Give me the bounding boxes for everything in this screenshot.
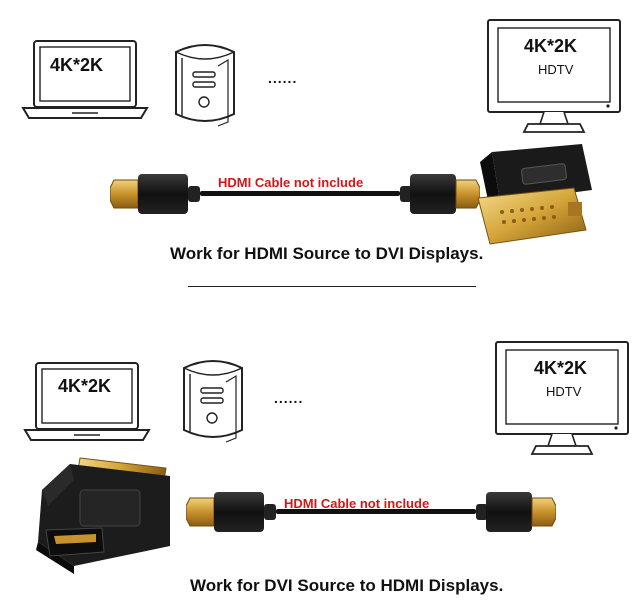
pc-tower-icon — [175, 44, 235, 127]
laptop-resolution-label: 4K*2K — [58, 376, 112, 396]
ellipsis-text: ...... — [268, 70, 298, 86]
monitor-icon — [495, 341, 629, 455]
monitor-type-label: HDTV — [546, 384, 582, 399]
monitor-type-label: HDTV — [538, 62, 574, 77]
section-divider — [188, 286, 476, 287]
laptop-icon — [21, 40, 149, 119]
dvi-hdmi-adapter — [36, 457, 170, 574]
dvi-hdmi-adapter — [477, 144, 592, 245]
pc-tower-icon — [183, 360, 243, 443]
laptop-icon — [23, 362, 151, 441]
monitor-resolution-label: 4K*2K — [524, 36, 578, 56]
bottom-caption: Work for DVI Source to HDMI Displays. — [190, 576, 504, 595]
monitor-icon — [487, 19, 621, 133]
hdmi-cable — [110, 174, 480, 214]
cable-note-label: HDMI Cable not include — [284, 496, 430, 511]
top-caption: Work for HDMI Source to DVI Displays. — [170, 244, 484, 263]
laptop-resolution-label: 4K*2K — [50, 55, 104, 75]
hdmi-cable — [186, 492, 556, 532]
ellipsis-text: ...... — [274, 390, 304, 406]
monitor-resolution-label: 4K*2K — [534, 358, 588, 378]
cable-note-label: HDMI Cable not include — [218, 175, 364, 190]
